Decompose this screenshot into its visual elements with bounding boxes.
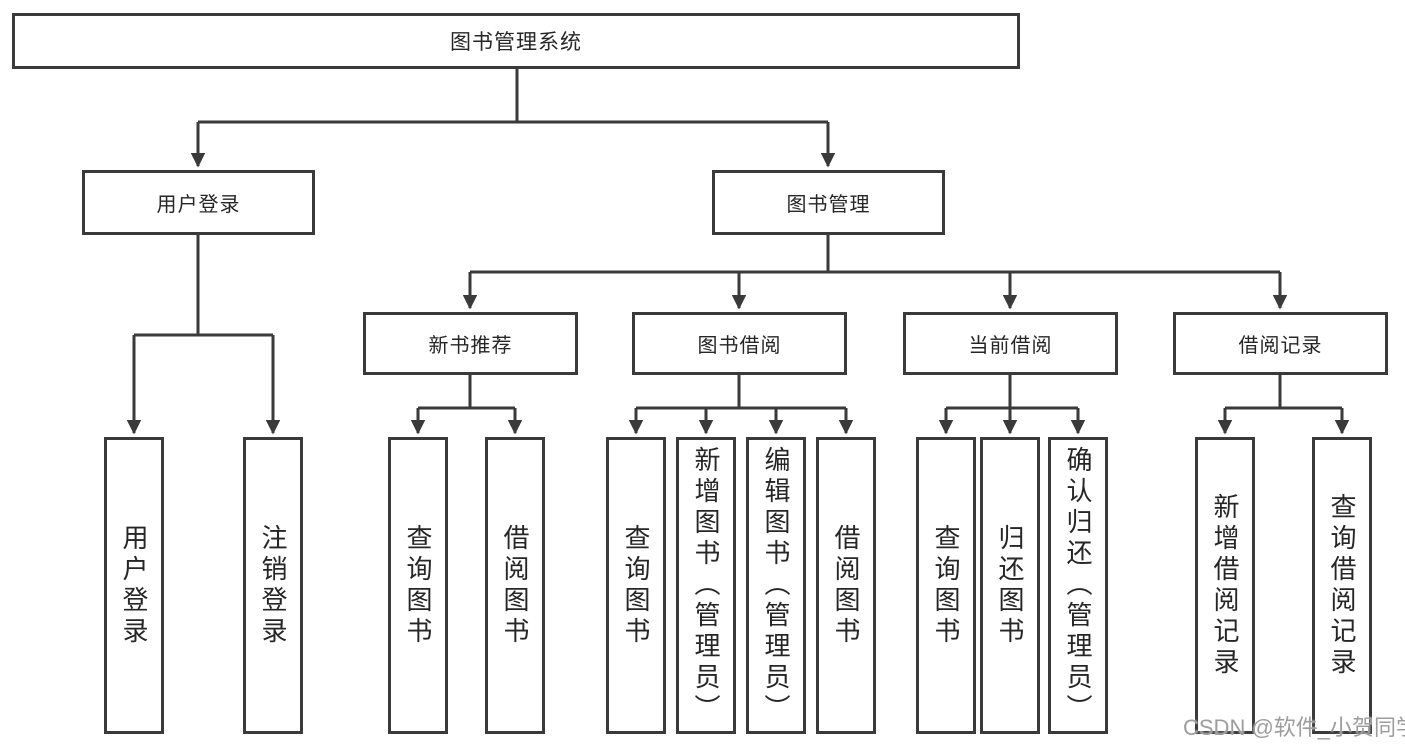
node-user-login-label: 用户登录 — [156, 194, 241, 216]
node-book-management-label: 图书管理 — [786, 194, 871, 216]
connector-newbooks-to-leaves — [410, 375, 523, 435]
node-borrow-records: 借阅记录 — [1173, 312, 1388, 375]
leaf-bookborrow-edit-books-admin: 编辑图书（管理员） — [746, 437, 806, 734]
node-book-borrow: 图书借阅 — [632, 312, 847, 375]
connector-root-to-level2 — [190, 69, 836, 168]
connector-borrowrecords-to-leaves — [1217, 375, 1350, 435]
leaf-bookborrow-edit-books-admin-label: 编辑图书（管理员） — [761, 446, 791, 725]
csdn-watermark: CSDN @软件_小贺同学 — [1183, 715, 1405, 740]
leaf-currentborrow-return-books: 归还图书 — [980, 437, 1040, 734]
leaf-records-query-borrow-record: 查询借阅记录 — [1312, 437, 1372, 734]
node-user-login: 用户登录 — [82, 170, 315, 235]
leaf-user-login: 用户登录 — [104, 437, 164, 734]
node-root-system: 图书管理系统 — [12, 13, 1020, 69]
leaf-bookborrow-borrow-books: 借阅图书 — [816, 437, 876, 734]
leaf-logout: 注销登录 — [243, 437, 303, 734]
connector-bookmgmt-to-level3 — [462, 235, 1288, 310]
leaf-records-query-borrow-record-label: 查询借阅记录 — [1327, 492, 1357, 679]
leaf-bookborrow-add-books-admin-label: 新增图书（管理员） — [691, 446, 721, 725]
node-root-system-label: 图书管理系统 — [450, 31, 582, 54]
node-new-book-recommend-label: 新书推荐 — [428, 335, 513, 357]
leaf-records-add-borrow-record: 新增借阅记录 — [1195, 437, 1255, 734]
connector-currentborrow-to-leaves — [938, 375, 1086, 435]
leaf-logout-label: 注销登录 — [258, 523, 288, 648]
leaf-currentborrow-query-books: 查询图书 — [916, 437, 976, 734]
leaf-currentborrow-return-books-label: 归还图书 — [995, 523, 1025, 648]
leaf-newbooks-borrow-books-label: 借阅图书 — [500, 523, 530, 648]
node-current-borrow-label: 当前借阅 — [968, 335, 1053, 357]
leaf-newbooks-borrow-books: 借阅图书 — [485, 437, 545, 734]
node-book-management: 图书管理 — [712, 170, 945, 235]
leaf-records-add-borrow-record-label: 新增借阅记录 — [1210, 492, 1240, 679]
leaf-bookborrow-query-books-label: 查询图书 — [621, 523, 651, 648]
leaf-currentborrow-confirm-return-admin-label: 确认归还（管理员） — [1063, 446, 1093, 725]
node-borrow-records-label: 借阅记录 — [1238, 335, 1323, 357]
leaf-currentborrow-confirm-return-admin: 确认归还（管理员） — [1048, 437, 1108, 734]
leaf-user-login-label: 用户登录 — [119, 523, 149, 648]
leaf-currentborrow-query-books-label: 查询图书 — [931, 523, 961, 648]
leaf-newbooks-query-books: 查询图书 — [388, 437, 448, 734]
leaf-newbooks-query-books-label: 查询图书 — [403, 523, 433, 648]
leaf-bookborrow-query-books: 查询图书 — [606, 437, 666, 734]
node-current-borrow: 当前借阅 — [903, 312, 1118, 375]
connector-bookborrow-to-leaves — [628, 375, 854, 435]
node-new-book-recommend: 新书推荐 — [363, 312, 578, 375]
node-book-borrow-label: 图书借阅 — [697, 335, 782, 357]
leaf-bookborrow-borrow-books-label: 借阅图书 — [831, 523, 861, 648]
connector-userlogin-to-leaves — [126, 235, 281, 435]
leaf-bookborrow-add-books-admin: 新增图书（管理员） — [676, 437, 736, 734]
